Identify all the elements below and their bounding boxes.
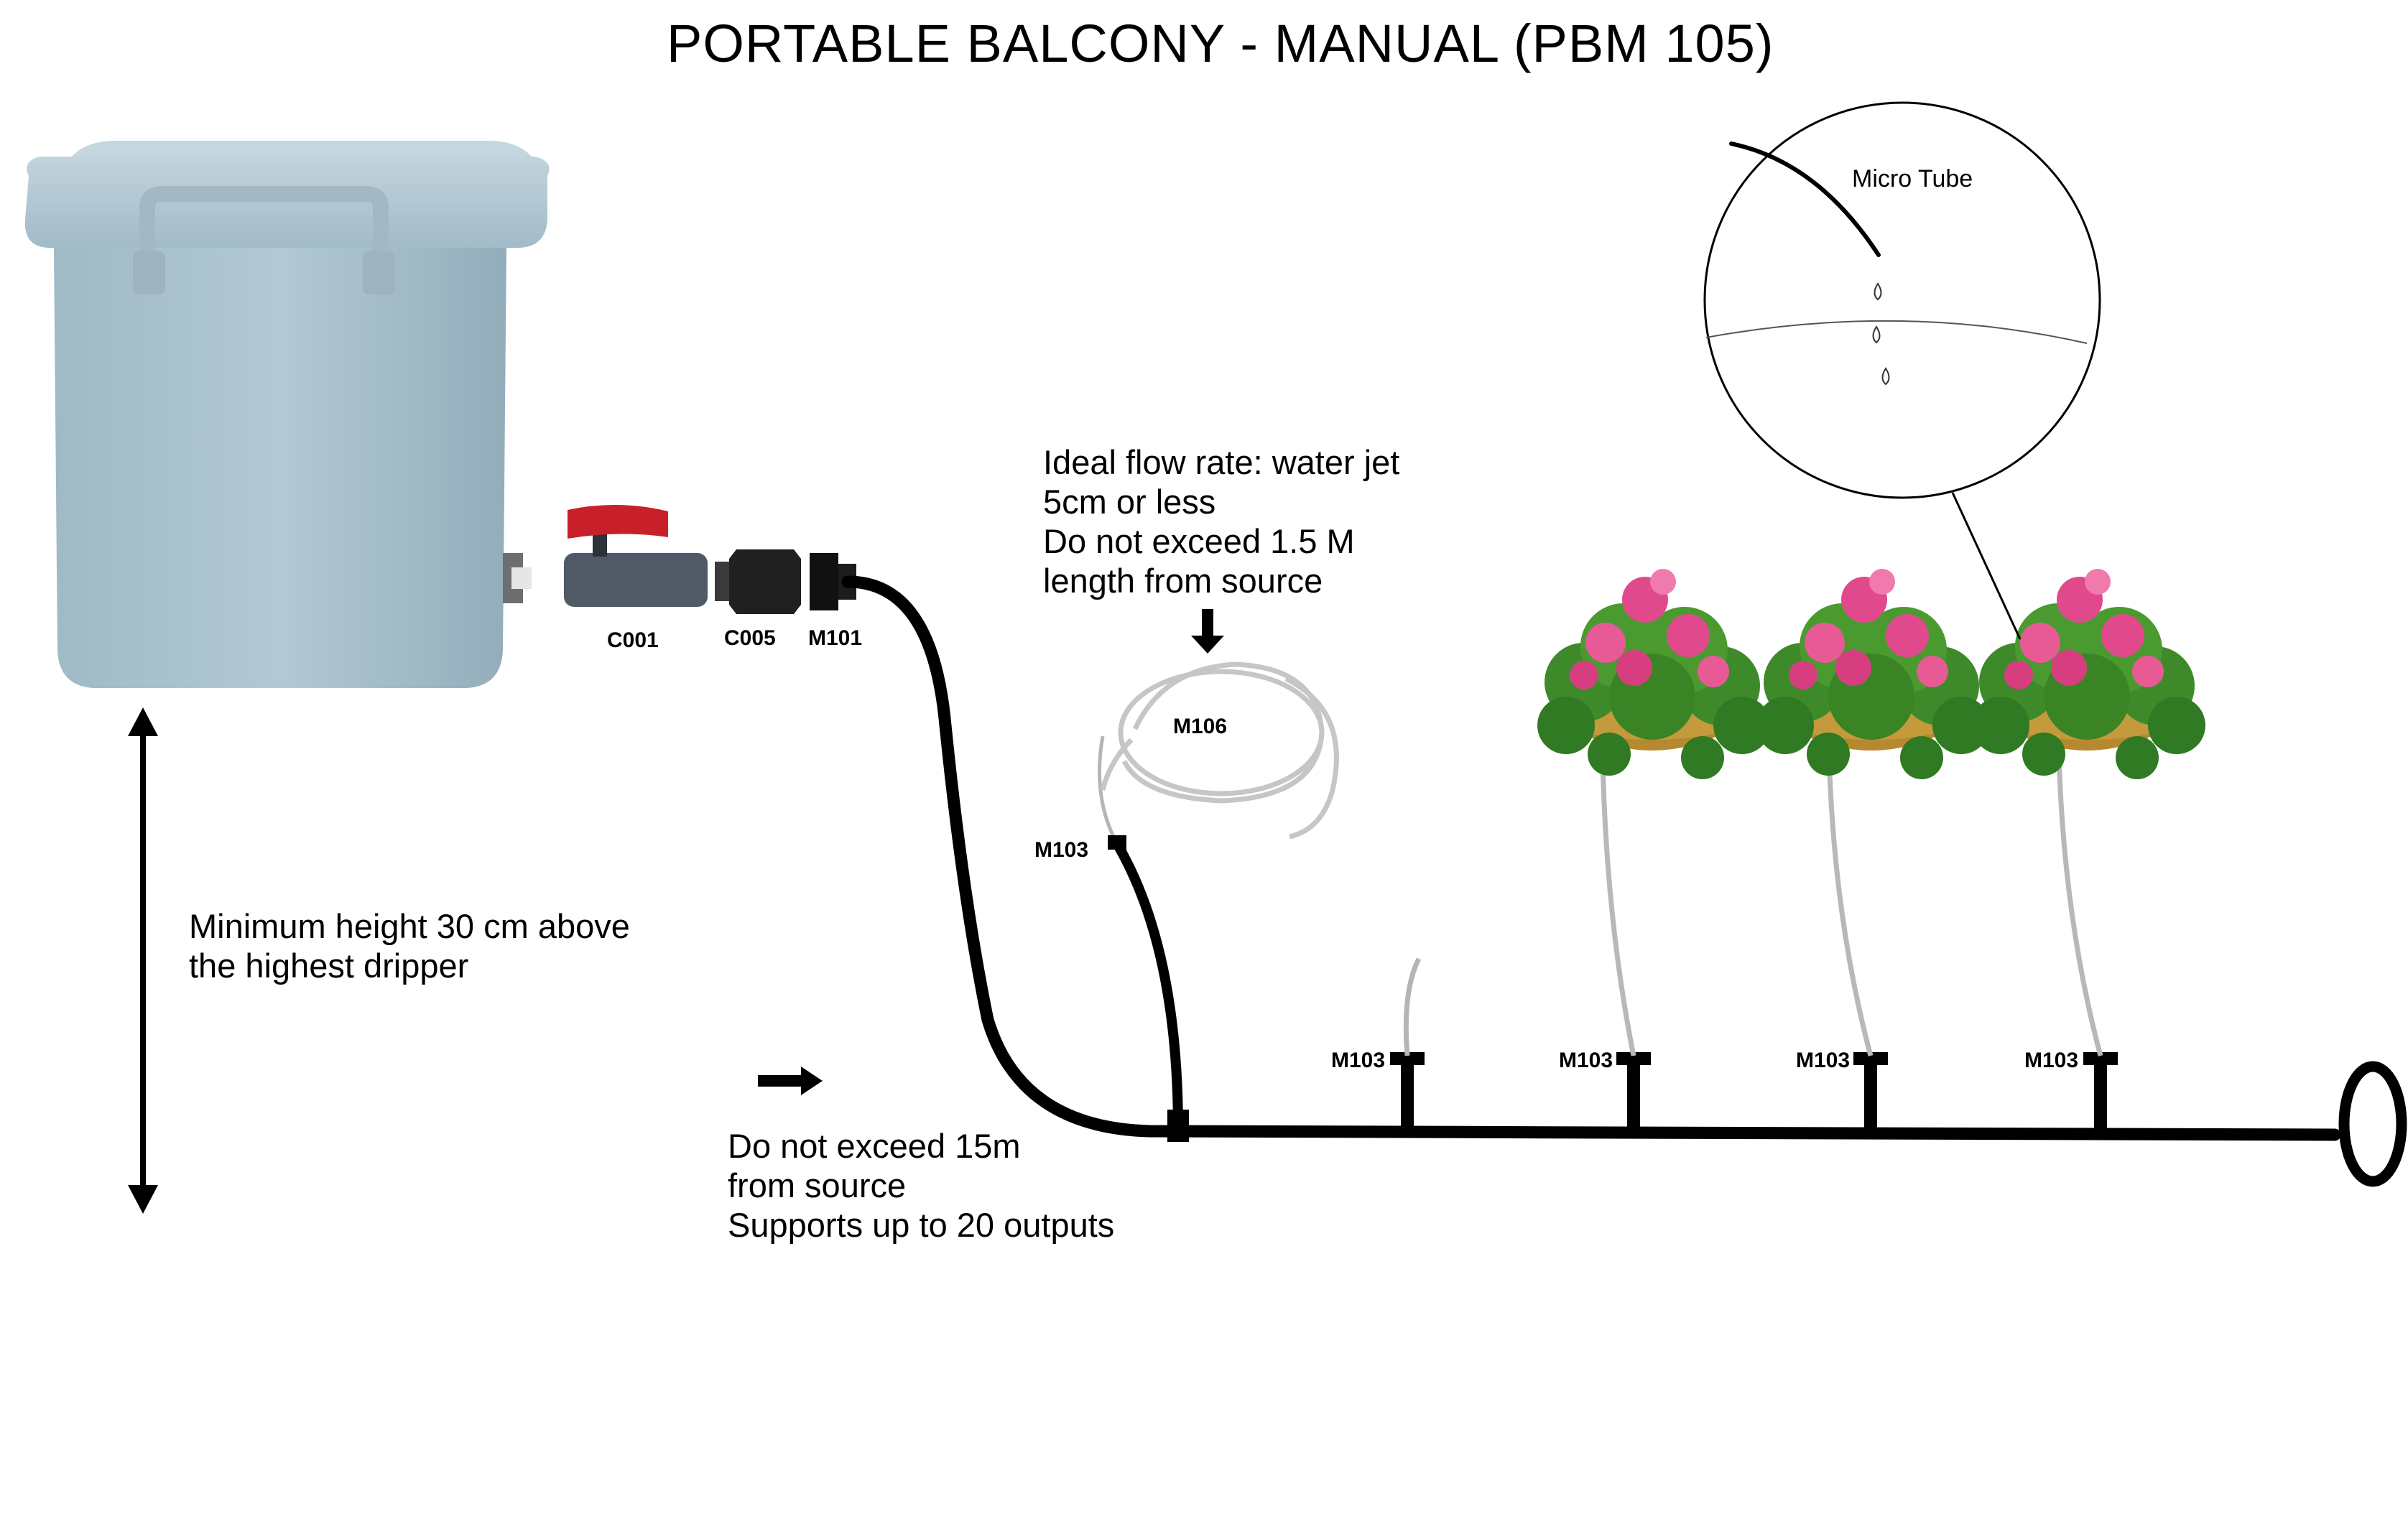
micro-tube-coil (1100, 661, 1339, 840)
flow-rate-note: Ideal flow rate: water jet 5cm or less D… (1043, 443, 1400, 600)
connector-fitting (810, 553, 856, 610)
flow-direction-arrow (758, 1067, 823, 1095)
tee-label-2: M103 (1331, 1049, 1386, 1072)
page-title: PORTABLE BALCONY - MANUAL (PBM 105) (667, 14, 1774, 73)
tee-label-4: M103 (1796, 1049, 1851, 1072)
stub-micro-tube (1403, 957, 1422, 1056)
down-arrow (1191, 609, 1224, 654)
water-container (24, 141, 550, 688)
tee-label-3: M103 (1559, 1049, 1613, 1072)
connector-label: M101 (808, 626, 863, 650)
micro-tube-label: Micro Tube (1852, 165, 1973, 192)
valve-fitting (564, 504, 708, 607)
main-line-note: Do not exceed 15m from source Supports u… (728, 1127, 1115, 1244)
height-arrow (128, 707, 158, 1214)
adapter-fitting (715, 549, 801, 614)
tee-fittings (1108, 835, 2118, 1142)
micro-tube-branch (1098, 735, 1119, 845)
end-loop (2338, 1061, 2407, 1187)
adapter-label: C005 (724, 626, 776, 650)
valve-label: C001 (607, 628, 659, 652)
main-pipe (841, 575, 2341, 1141)
height-note: Minimum height 30 cm above the highest d… (189, 907, 630, 985)
hanging-plants (1537, 569, 2205, 779)
coil-label: M106 (1173, 715, 1228, 738)
micro-tube-callout (1703, 101, 2101, 640)
tee-label-5: M103 (2024, 1049, 2079, 1072)
branch-pipe (1112, 841, 1183, 1132)
tee-label-1: M103 (1034, 838, 1089, 862)
